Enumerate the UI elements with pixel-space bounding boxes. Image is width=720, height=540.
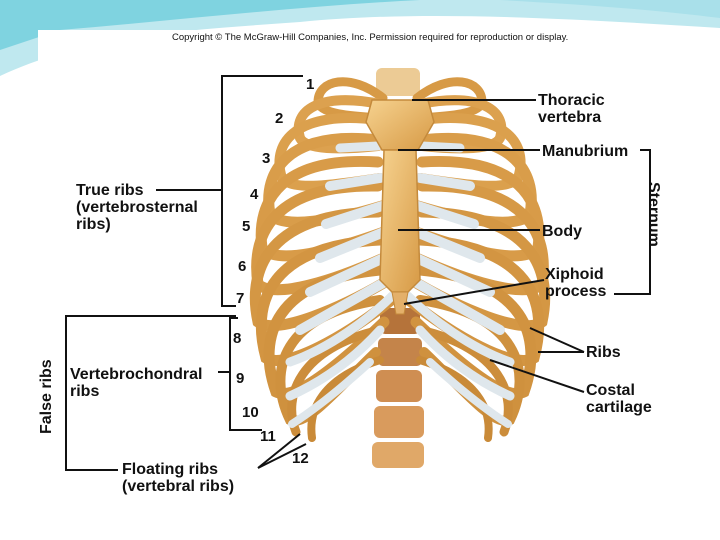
cartilage-2-right [417,141,465,153]
cartilage-9 [285,325,385,401]
rib-number-12: 12 [292,450,309,467]
label-floating-ribs: Floating ribs (vertebral ribs) [122,461,235,495]
rib-number-10: 10 [242,404,259,421]
cartilage-4 [321,201,387,229]
rib-number-8: 8 [233,330,242,347]
label-ribs: Ribs [586,344,621,361]
leader-lines [65,75,651,471]
rib-number-1: 1 [306,76,315,93]
copyright-notice: Copyright © The McGraw-Hill Companies, I… [172,32,569,43]
xiphoid-shape [391,291,409,315]
rib-number-9: 9 [236,370,245,387]
cartilage-7 [295,273,397,335]
costal-cartilage-leader [489,359,585,393]
ribs-leader-a [529,327,585,353]
cartilage-8 [285,291,397,367]
cartilage-5 [315,227,389,263]
rib-number-2: 2 [275,110,284,127]
sternal-body-shape [379,149,421,293]
cartilage-5-right [411,227,485,263]
cartilage-6-right [407,251,495,297]
label-false-ribs: False ribs [38,359,55,434]
rib-number-7: 7 [236,290,245,307]
label-body: Body [542,223,582,240]
vertebral-column [372,68,424,468]
label-costal-cartilage: Costal cartilage [586,382,652,416]
label-thoracic-vertebra: Thoracic vertebra [538,92,605,126]
cartilage-3-right [415,173,475,191]
sternum-bracket [614,149,651,295]
rib-number-3: 3 [262,150,271,167]
costal-cartilage-group [285,141,515,428]
cartilage-2 [335,141,383,153]
rib-11-right [415,325,513,437]
cartilage-6 [305,251,393,297]
rib-number-11: 11 [260,428,276,445]
cartilage-10-right [426,358,512,428]
vertebrochondral-bracket [229,317,262,431]
cartilage-9-right [415,325,515,401]
rib-11 [287,325,385,437]
cartilage-3 [325,173,385,191]
rib-number-4: 4 [250,186,259,203]
cartilage-4-right [413,201,479,229]
rib-number-6: 6 [238,258,247,275]
cartilage-10 [288,358,374,428]
label-xiphoid-process: Xiphoid process [545,266,607,300]
label-true-ribs: True ribs (vertebrosternal ribs) [76,182,198,233]
floating-ribs-leader-12 [257,443,307,469]
floating-ribs-leader-11 [257,433,301,469]
rib-number-5: 5 [242,218,251,235]
sternum-bone [365,99,435,315]
cartilage-7-right [403,273,505,335]
cartilage-8-right [403,291,515,367]
label-vertebrochondral-ribs: Vertebrochondral ribs [70,366,203,400]
xiphoid-leader [403,279,545,305]
label-sternum: Sternum [645,182,662,247]
label-manubrium: Manubrium [542,143,629,160]
false-ribs-bracket [65,315,236,471]
